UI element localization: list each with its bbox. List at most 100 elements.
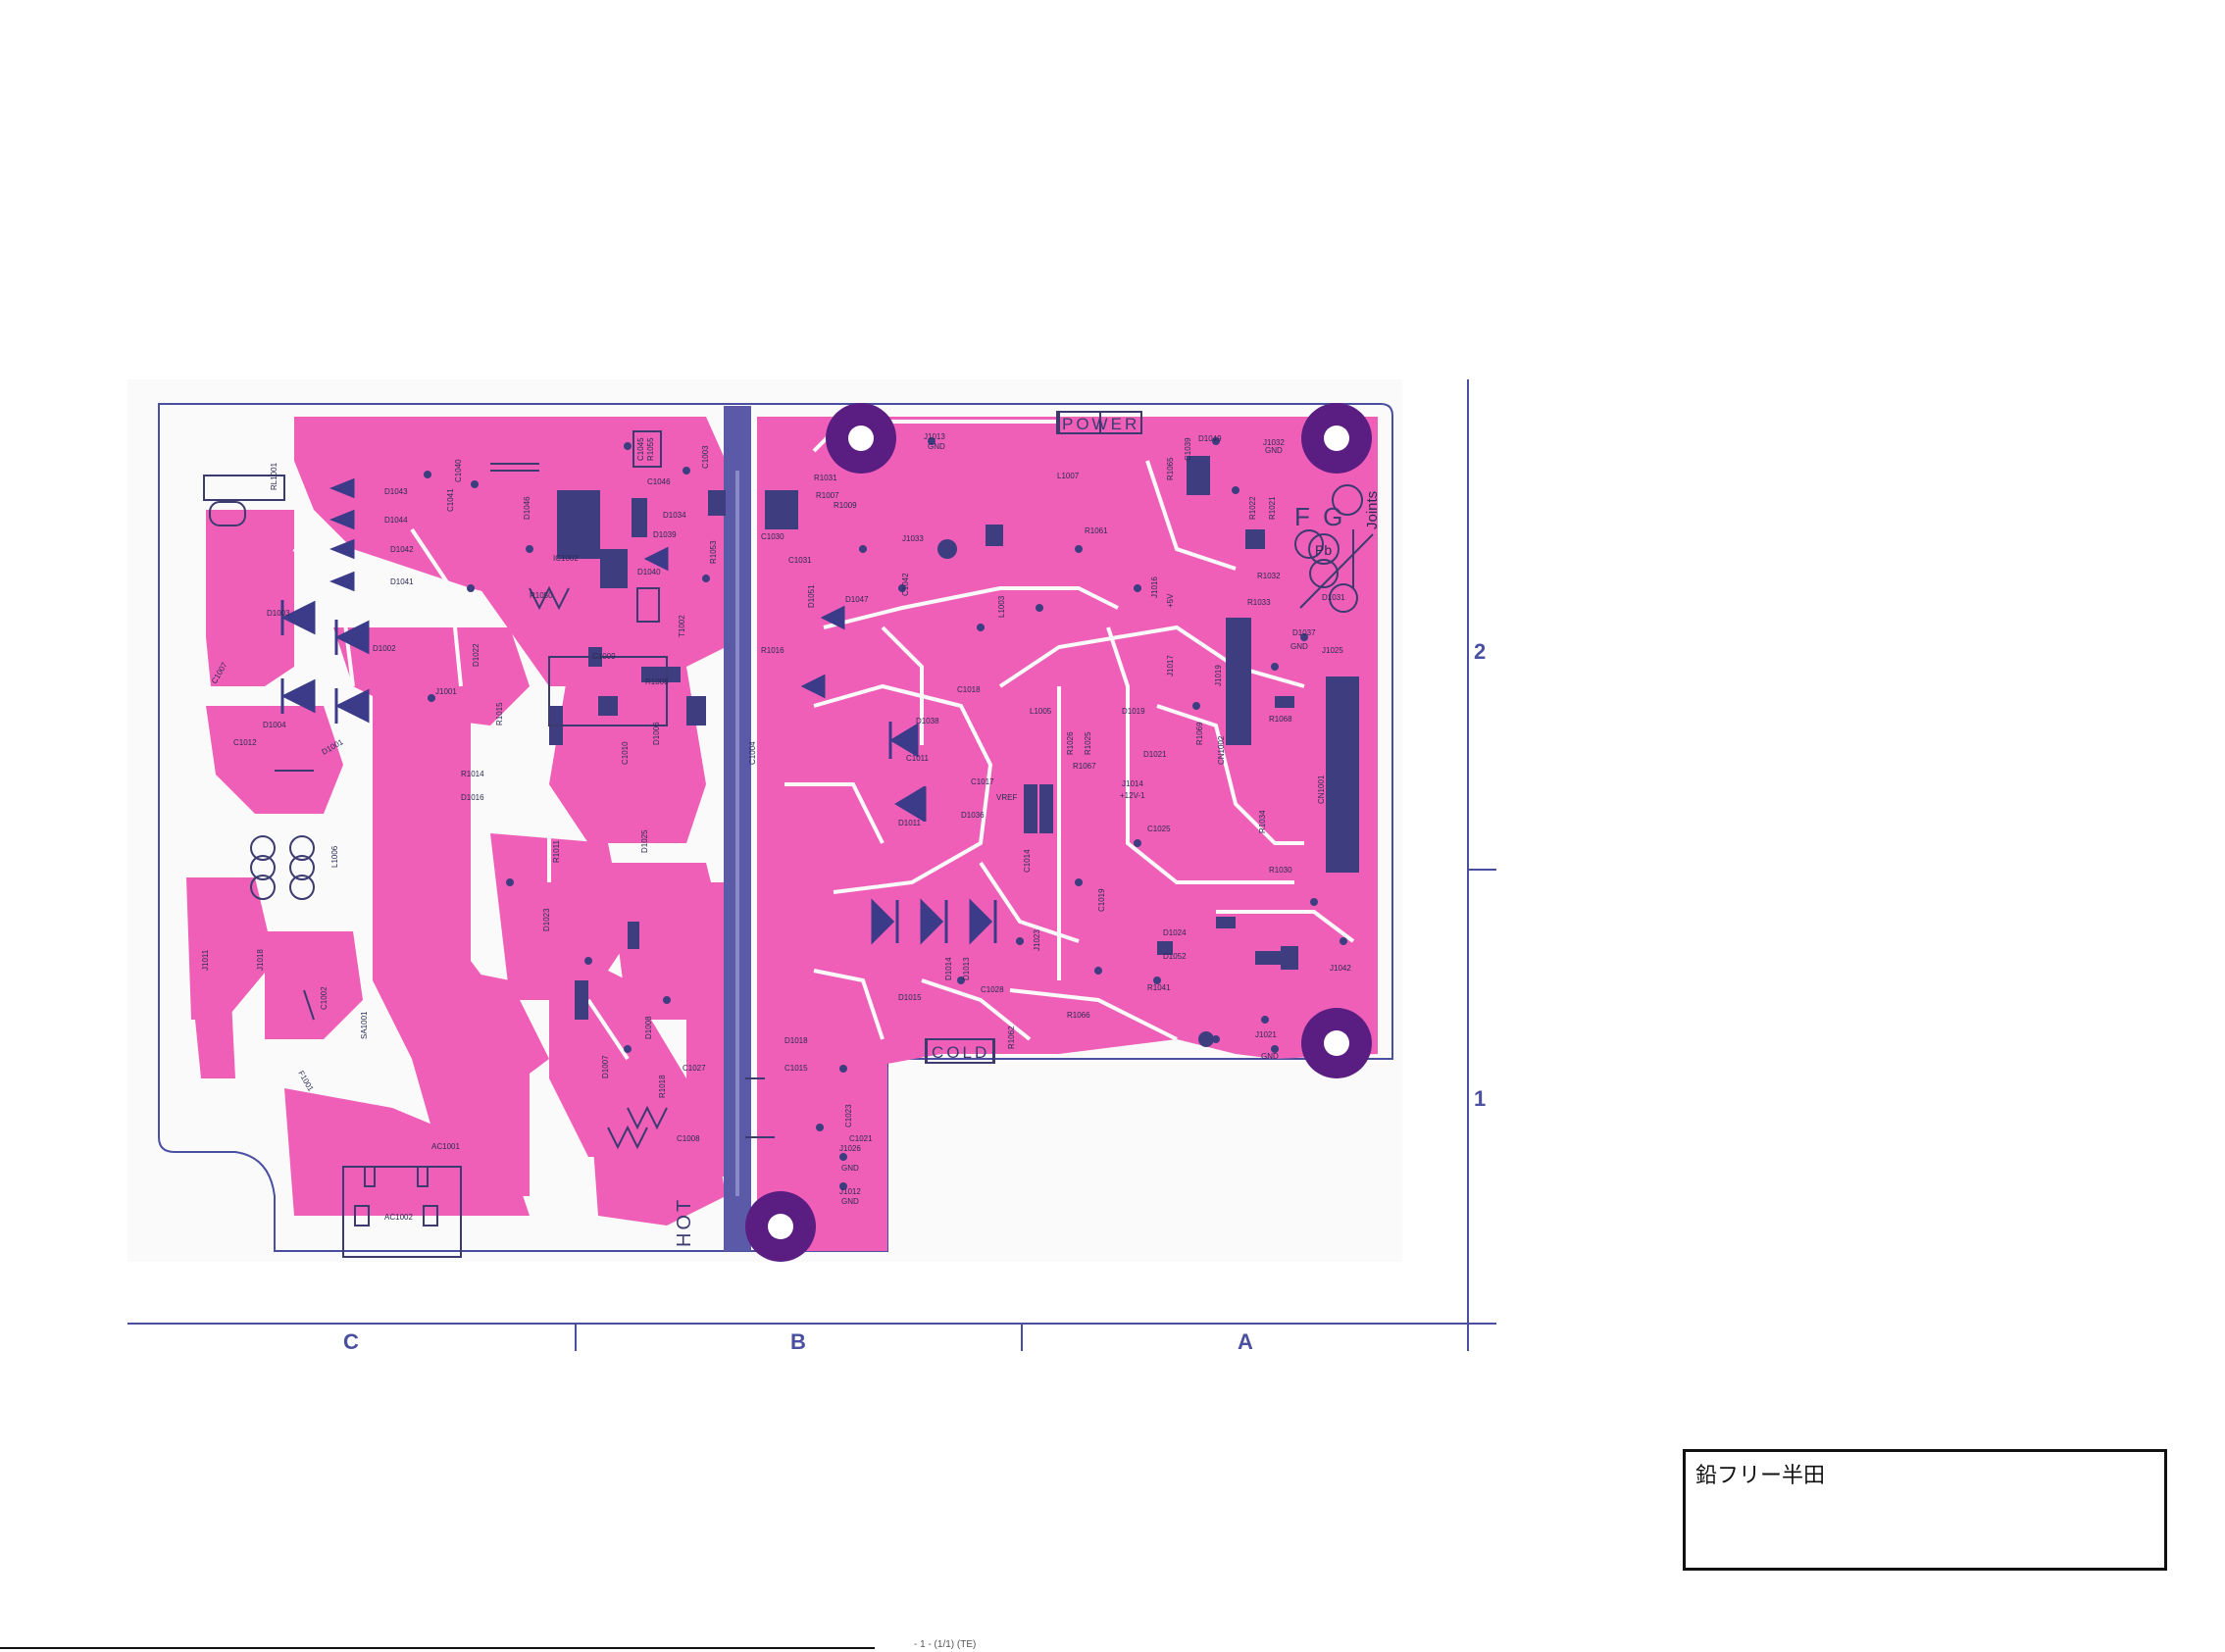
label-R1069: R1069	[1195, 722, 1204, 745]
pb-mark-label: Pb	[1315, 542, 1332, 558]
label-C1014: C1014	[1023, 849, 1032, 873]
cold-label-group: COLD	[925, 1038, 995, 1064]
label-R1030: R1030	[1269, 866, 1292, 875]
label-R1055: R1055	[646, 437, 655, 461]
label-C1004: C1004	[748, 741, 757, 765]
lead-free-solder-text: 鉛フリー半田	[1695, 1464, 1826, 1488]
footer-rule	[0, 1647, 875, 1649]
label-D1046: D1046	[523, 496, 531, 520]
label-D1008: D1008	[644, 1016, 653, 1039]
label-D1051: D1051	[807, 584, 816, 608]
fg-pb-marks: F G Pb Joints	[1294, 484, 1381, 565]
label-J1013: J1013	[924, 432, 945, 441]
label-J1023: J1023	[1033, 929, 1041, 951]
copper-layer	[186, 417, 1378, 1251]
label-R1031: R1031	[814, 474, 837, 482]
row-label-2: 2	[1474, 639, 1486, 664]
label-J1033: J1033	[902, 534, 924, 543]
label-T1002: T1002	[678, 615, 686, 637]
label-gnd-1: GND	[928, 442, 945, 451]
label-R1065: R1065	[1166, 457, 1175, 480]
column-label-c: C	[343, 1329, 359, 1354]
label-R1007: R1007	[816, 491, 839, 500]
label-D1024: D1024	[1163, 928, 1187, 937]
label-C1012: C1012	[233, 738, 257, 747]
label-R1062: R1062	[1007, 1026, 1016, 1049]
label-C1010: C1010	[621, 741, 630, 765]
label-R1022: R1022	[1248, 496, 1257, 520]
label-R1026: R1026	[1066, 731, 1075, 755]
label-R1041: R1041	[1147, 983, 1171, 992]
label-D1002: D1002	[373, 644, 396, 653]
label-J1017: J1017	[1166, 655, 1175, 676]
component-labels: RL1001 D1043 D1044 D1042 D1041 D1003 D10…	[201, 432, 1351, 1222]
label-D1044: D1044	[384, 516, 408, 525]
label-C1011: C1011	[906, 754, 930, 763]
label-C1041: C1041	[446, 488, 455, 512]
label-C1015: C1015	[784, 1064, 808, 1073]
label-C1017: C1017	[971, 777, 994, 786]
label-D1049: D1049	[1198, 434, 1222, 443]
label-D1011: D1011	[898, 819, 922, 827]
label-D1042: D1042	[390, 545, 414, 554]
diode-symbols	[280, 477, 997, 945]
label-D1014: D1014	[944, 957, 953, 980]
label-D1023: D1023	[542, 908, 551, 931]
label-D1006: D1006	[652, 722, 661, 745]
label-D1036: D1036	[961, 811, 985, 820]
label-D1052: D1052	[1163, 952, 1187, 961]
label-R1067: R1067	[1073, 762, 1096, 771]
label-R1068: R1068	[1269, 715, 1292, 724]
label-C1019: C1019	[1097, 888, 1106, 912]
label-C1040: C1040	[454, 459, 463, 482]
label-C1018: C1018	[957, 685, 981, 694]
power-label-group: POWER	[1056, 411, 1142, 434]
label-C1009: C1009	[592, 652, 616, 661]
label-C1042: C1042	[901, 573, 910, 596]
label-R1008: R1008	[645, 677, 669, 686]
label-C1021: C1021	[849, 1134, 873, 1143]
label-R1014: R1014	[461, 770, 484, 778]
copper-clearances	[784, 420, 1355, 1041]
row-label-1: 1	[1474, 1086, 1486, 1111]
label-R1053: R1053	[709, 540, 718, 564]
board-outline	[158, 403, 1393, 1252]
label-C1002: C1002	[320, 986, 329, 1010]
label-C1025: C1025	[1147, 825, 1171, 833]
label-D1039: D1039	[653, 530, 677, 539]
label-L1006: L1006	[330, 845, 339, 868]
fg-label: F G	[1294, 502, 1345, 531]
power-label: POWER	[1062, 415, 1139, 433]
label-J1018: J1018	[256, 949, 265, 971]
label-C1003: C1003	[701, 445, 710, 469]
label-5v: +5V	[1166, 593, 1175, 608]
label-12v: +12V-1	[1120, 791, 1145, 800]
label-C1030: C1030	[761, 532, 784, 541]
grid-frame	[127, 379, 1496, 1351]
label-R1016: R1016	[761, 646, 784, 655]
label-R1032: R1032	[1257, 572, 1281, 580]
label-gnd-4: GND	[1261, 1052, 1279, 1061]
label-R1034: R1034	[1258, 810, 1267, 833]
label-AC1002: AC1002	[384, 1213, 413, 1222]
label-R1009: R1009	[834, 501, 857, 510]
label-C1027: C1027	[683, 1064, 706, 1073]
label-D1022: D1022	[472, 643, 480, 667]
label-D1041: D1041	[390, 577, 414, 586]
hot-label: HOT	[674, 1197, 695, 1247]
column-label-b: B	[790, 1329, 806, 1354]
label-C1031: C1031	[788, 556, 812, 565]
label-R1021: R1021	[1268, 496, 1277, 520]
lead-free-solder-note: 鉛フリー半田	[1683, 1449, 2167, 1571]
label-J1014: J1014	[1122, 779, 1143, 788]
label-C1046: C1046	[647, 477, 671, 486]
label-L1003: L1003	[997, 595, 1006, 618]
label-J1025: J1025	[1322, 646, 1343, 655]
label-SA1001: SA1001	[360, 1011, 369, 1039]
label-J1011: J1011	[201, 949, 210, 971]
label-D1043: D1043	[384, 487, 408, 496]
label-D1040: D1040	[637, 568, 661, 576]
column-label-a: A	[1238, 1329, 1253, 1354]
label-R1050: R1050	[530, 591, 553, 600]
